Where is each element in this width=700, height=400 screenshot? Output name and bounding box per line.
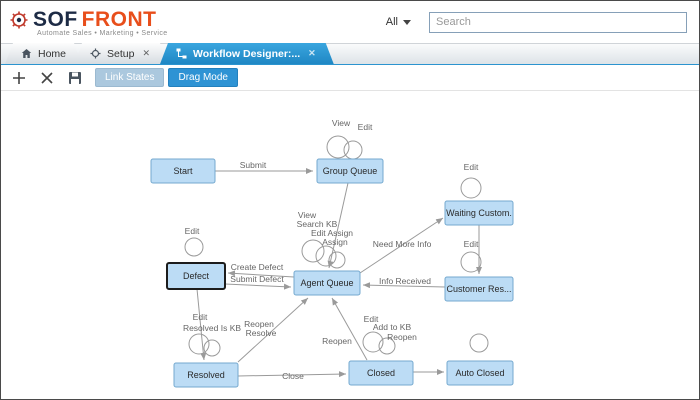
self-transition-loop[interactable]	[343, 140, 363, 160]
self-transition-loop[interactable]	[315, 245, 337, 267]
node-label: Customer Res...	[446, 284, 511, 294]
transition-label: Submit Defect	[230, 274, 284, 284]
transition-edge[interactable]	[327, 182, 349, 269]
tab-close-icon[interactable]: ✕	[142, 48, 151, 58]
self-transition-loop[interactable]	[326, 135, 350, 159]
self-transition-loop[interactable]	[469, 333, 489, 353]
transition-label: Assign	[322, 237, 348, 247]
tab-setup[interactable]: Setup ✕	[74, 43, 168, 64]
workflow-node-start[interactable]: Start	[150, 158, 216, 184]
workflow-node-closed[interactable]: Closed	[348, 360, 414, 386]
logo-text-sof: SOF	[33, 7, 78, 31]
drag-mode-button[interactable]: Drag Mode	[168, 68, 238, 87]
transition-label: Edit	[364, 314, 379, 324]
self-transition-loop[interactable]	[378, 337, 396, 355]
transition-label: View	[332, 118, 351, 128]
transition-label: Submit	[240, 160, 267, 170]
node-label: Waiting Custom.	[446, 208, 512, 218]
logo-gear-icon	[9, 10, 29, 30]
node-label: Auto Closed	[455, 368, 504, 378]
tab-workflow-designer[interactable]: Workflow Designer:... ✕	[160, 43, 334, 64]
node-label: Group Queue	[323, 166, 378, 176]
transition-label: Edit	[193, 312, 208, 322]
link-states-button[interactable]: Link States	[95, 68, 165, 87]
transition-label: Edit Assign	[311, 228, 353, 238]
delete-icon[interactable]	[39, 70, 55, 86]
save-icon[interactable]	[67, 70, 83, 86]
transition-label: Resolved Is KB	[183, 323, 241, 333]
transition-label: View	[298, 210, 317, 220]
transition-edge[interactable]	[237, 371, 347, 378]
tab-label: Home	[38, 47, 67, 60]
node-label: Start	[173, 166, 193, 176]
chevron-down-icon	[403, 19, 411, 25]
workflow-node-waiting[interactable]: Waiting Custom.	[444, 200, 514, 226]
workflow-node-auto-closed[interactable]: Auto Closed	[446, 360, 514, 386]
transition-edge[interactable]	[227, 270, 295, 278]
search-scope-dropdown[interactable]: All	[386, 16, 411, 28]
self-transition-loop[interactable]	[203, 339, 221, 357]
transition-label: Add to KB	[373, 322, 412, 332]
tab-strip: Home Setup ✕ Workflow Design	[1, 43, 699, 65]
transition-label: Close	[282, 371, 304, 381]
transition-label: Edit	[464, 162, 479, 172]
tab-close-icon[interactable]: ✕	[308, 48, 316, 58]
transition-edge[interactable]	[359, 217, 444, 274]
tab-label: Setup	[107, 47, 135, 60]
gear-icon	[90, 48, 101, 59]
transition-edge[interactable]	[331, 297, 368, 361]
transition-edge[interactable]	[196, 288, 207, 361]
transition-label: Resolve	[246, 328, 277, 338]
transition-label: Info Received	[379, 276, 431, 286]
workflow-node-group-queue[interactable]: Group Queue	[316, 158, 384, 184]
self-transition-loop[interactable]	[362, 331, 384, 353]
transition-label: Create Defect	[231, 262, 284, 272]
self-transition-loop[interactable]	[460, 177, 482, 199]
transition-edge[interactable]	[362, 282, 446, 289]
transition-edge[interactable]	[224, 283, 292, 290]
self-transition-loop[interactable]	[328, 251, 346, 269]
transition-label: Reopen	[244, 319, 274, 329]
transition-label: Search KB	[297, 219, 338, 229]
node-label: Agent Queue	[300, 278, 353, 288]
search-area: All	[386, 11, 687, 33]
self-transition-loop[interactable]	[188, 333, 210, 355]
self-transition-loop[interactable]	[301, 239, 325, 263]
search-scope-label: All	[385, 16, 398, 28]
self-transition-loop[interactable]	[460, 251, 482, 273]
tab-home[interactable]: Home	[5, 43, 82, 64]
transition-label: Reopen	[387, 332, 417, 342]
logo-tagline: Automate Sales • Marketing • Service	[37, 29, 168, 37]
transition-label: Need More Info	[373, 239, 432, 249]
self-transition-loop[interactable]	[184, 237, 204, 257]
node-label: Resolved	[187, 370, 225, 380]
transition-label: Edit	[464, 239, 479, 249]
workflow-node-agent-queue[interactable]: Agent Queue	[293, 270, 361, 296]
logo-text-front: FRONT	[81, 7, 157, 31]
tab-label: Workflow Designer:...	[193, 47, 301, 60]
home-icon	[21, 48, 32, 59]
workflow-node-customer-res[interactable]: Customer Res...	[444, 276, 514, 302]
add-state-icon[interactable]	[11, 70, 27, 86]
workflow-icon	[176, 48, 187, 59]
transition-edge[interactable]	[237, 297, 309, 363]
workflow-node-defect[interactable]: Defect	[166, 262, 226, 290]
workflow-node-resolved[interactable]: Resolved	[173, 362, 239, 388]
transition-label: Edit	[358, 122, 373, 132]
node-label: Defect	[183, 271, 210, 281]
transition-label: Reopen	[322, 336, 352, 346]
transition-label: Edit	[185, 226, 200, 236]
node-label: Closed	[367, 368, 395, 378]
search-input[interactable]	[429, 11, 687, 33]
workflow-toolbar: Link States Drag Mode	[1, 65, 699, 91]
